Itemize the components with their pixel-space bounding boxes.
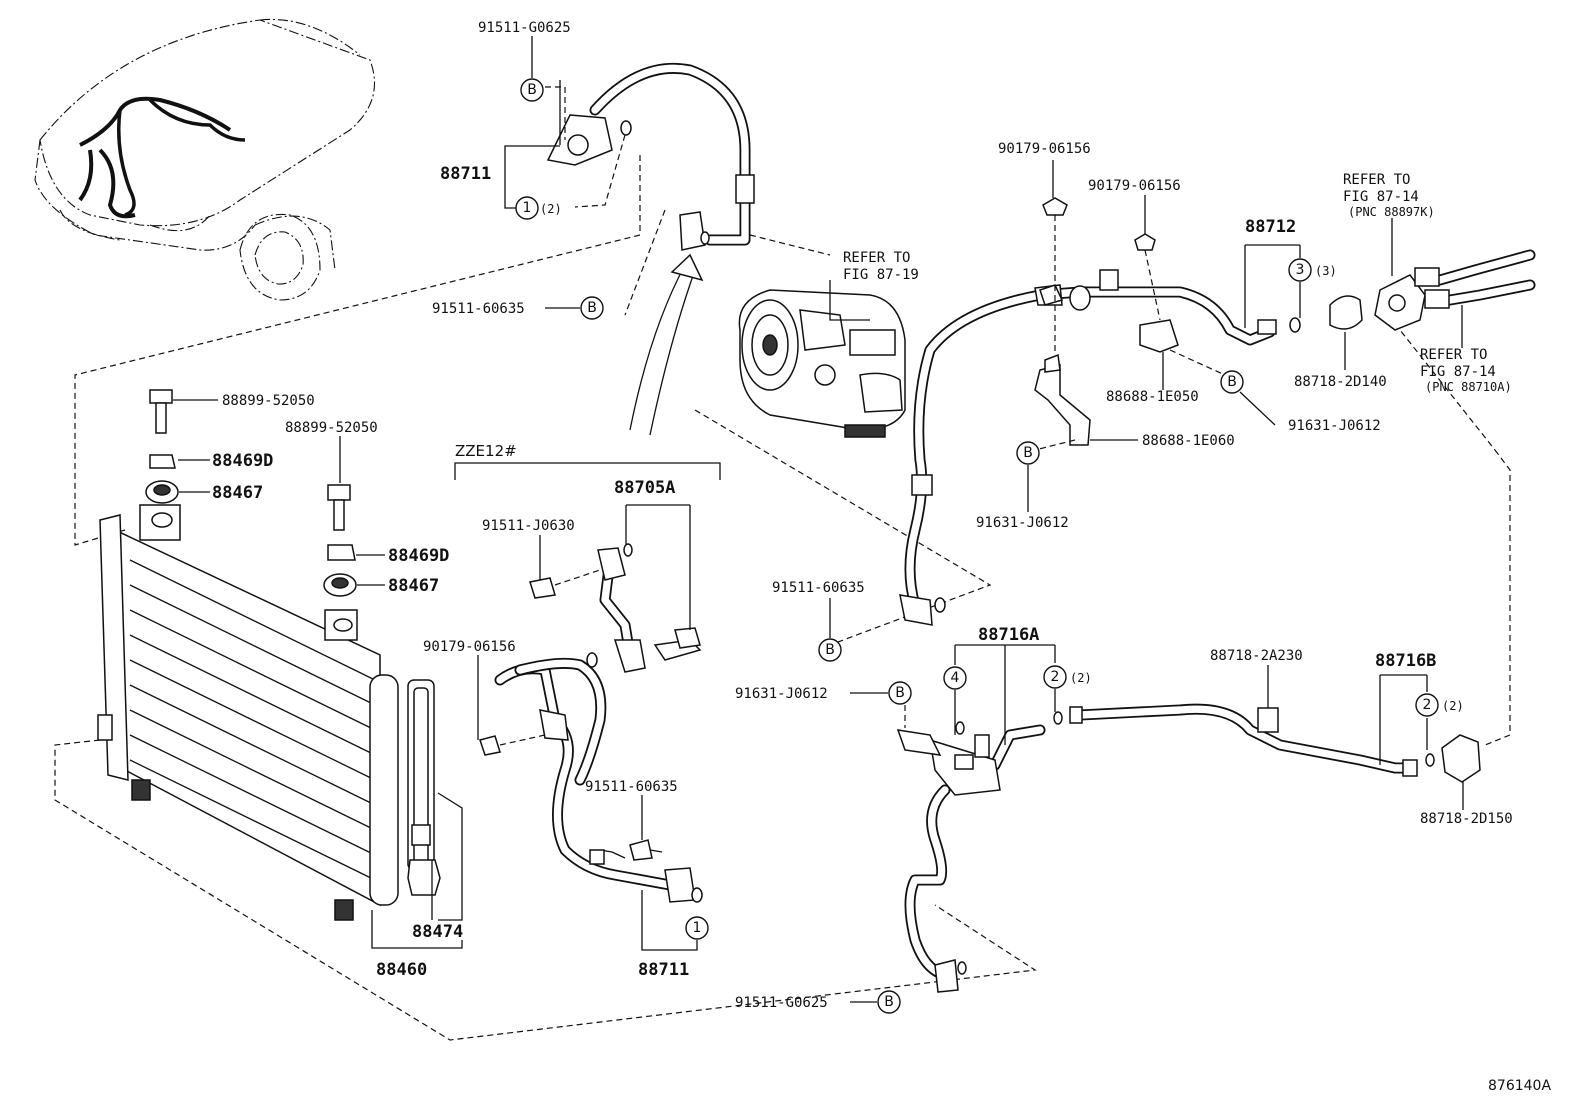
svg-text:2: 2 bbox=[1051, 669, 1060, 685]
refer-note-87-14k-line2: FIG 87-14 bbox=[1343, 189, 1419, 205]
part-label-88718-2d140: 88718-2D140 bbox=[1294, 374, 1387, 390]
part-label-88705a: 88705A bbox=[614, 478, 675, 498]
callout-b-mid: B bbox=[818, 638, 842, 662]
part-label-91631-j0612-center: 91631-J0612 bbox=[976, 515, 1069, 531]
part-label-91511-j0630: 91511-J0630 bbox=[482, 518, 575, 534]
qty-label: (2) bbox=[1070, 671, 1092, 685]
part-label-90179-06156-top-a: 90179-06156 bbox=[998, 141, 1091, 157]
part-label-88716b: 88716B bbox=[1375, 651, 1436, 671]
refer-note-87-14k-line3: (PNC 88897K) bbox=[1348, 205, 1435, 219]
part-label-91511-60635-mid: 91511-60635 bbox=[585, 779, 678, 795]
refer-note-87-14a-line2: FIG 87-14 bbox=[1420, 364, 1496, 380]
part-label-88688-1e050: 88688-1E050 bbox=[1106, 389, 1199, 405]
svg-text:B: B bbox=[1227, 374, 1237, 390]
callout-2-b: 2 bbox=[1415, 693, 1439, 717]
part-label-88899-52050-b: 88899-52050 bbox=[285, 420, 378, 436]
part-label-88467-a: 88467 bbox=[212, 483, 263, 503]
callout-4: 4 bbox=[943, 666, 967, 690]
part-label-88688-1e060: 88688-1E060 bbox=[1142, 433, 1235, 449]
part-label-91511-60635-cr: 91511-60635 bbox=[772, 580, 865, 596]
part-label-88716a: 88716A bbox=[978, 625, 1039, 645]
vehicle-outline-illustration bbox=[34, 18, 376, 301]
zze12-hose-group bbox=[479, 543, 703, 903]
part-label-88711-top: 88711 bbox=[440, 164, 491, 184]
part-label-90179-06156-lower: 90179-06156 bbox=[423, 639, 516, 655]
part-label-91511-g0625-bottom: 91511-G0625 bbox=[735, 995, 828, 1011]
part-label-88718-2a230: 88718-2A230 bbox=[1210, 648, 1303, 664]
part-label-88469d-b: 88469D bbox=[388, 546, 449, 566]
svg-text:B: B bbox=[825, 642, 835, 658]
callout-b-bottom: B bbox=[877, 990, 901, 1014]
expansion-valve-connector bbox=[1329, 249, 1536, 331]
condenser-fins bbox=[129, 559, 376, 881]
figure-code: 876140A bbox=[1488, 1078, 1551, 1094]
group-heading: ZZE12# bbox=[455, 442, 517, 460]
mounting-hardware bbox=[145, 389, 357, 597]
callout-b-center: B bbox=[1016, 441, 1040, 465]
svg-text:B: B bbox=[527, 82, 537, 98]
callout-b-leftmid: B bbox=[888, 681, 912, 705]
reference-notes: REFER TO FIG 87-19 REFER TO FIG 87-14 (P… bbox=[843, 172, 1512, 394]
liquid-tube-assembly bbox=[896, 703, 1481, 993]
condenser-illustration bbox=[97, 504, 399, 921]
part-label-91631-j0612-tr: 91631-J0612 bbox=[1288, 418, 1381, 434]
part-label-88711-bottom: 88711 bbox=[638, 960, 689, 980]
part-label-88718-2d150: 88718-2D150 bbox=[1420, 811, 1513, 827]
callout-2-a: 2 bbox=[1043, 665, 1067, 689]
svg-text:3: 3 bbox=[1296, 262, 1305, 278]
callout-b-tr: B bbox=[1220, 370, 1244, 394]
section-outline-lines bbox=[54, 155, 1511, 1041]
qty-label: (2) bbox=[540, 202, 562, 216]
callout-3: 3 bbox=[1288, 258, 1312, 282]
leader-lines bbox=[173, 36, 1464, 1003]
svg-text:1: 1 bbox=[693, 920, 702, 936]
part-label-91511-60635-left: 91511-60635 bbox=[432, 301, 525, 317]
part-label-88712: 88712 bbox=[1245, 217, 1296, 237]
svg-text:4: 4 bbox=[951, 670, 960, 686]
refer-note-87-14a-line1: REFER TO bbox=[1420, 347, 1487, 363]
callout-1-top: 1 bbox=[515, 196, 539, 220]
part-label-88474: 88474 bbox=[412, 922, 463, 942]
refer-note-87-14k-line1: REFER TO bbox=[1343, 172, 1410, 188]
discharge-hose-88712 bbox=[899, 197, 1301, 626]
part-label-88467-b: 88467 bbox=[388, 576, 439, 596]
callout-1-bottom: 1 bbox=[685, 916, 709, 940]
dryer-illustration bbox=[407, 679, 441, 896]
qty-label: (3) bbox=[1315, 264, 1337, 278]
svg-text:B: B bbox=[884, 994, 894, 1010]
svg-text:2: 2 bbox=[1423, 697, 1432, 713]
refer-note-87-19-line2: FIG 87-19 bbox=[843, 267, 919, 283]
svg-text:B: B bbox=[895, 685, 905, 701]
svg-text:B: B bbox=[1023, 445, 1033, 461]
refer-note-87-19-line1: REFER TO bbox=[843, 250, 910, 266]
part-label-91511-g0625-top: 91511-G0625 bbox=[478, 20, 571, 36]
svg-text:1: 1 bbox=[523, 200, 532, 216]
compressor-illustration bbox=[738, 289, 906, 438]
suction-hose-88711-top bbox=[545, 62, 755, 251]
part-label-90179-06156-top-b: 90179-06156 bbox=[1088, 178, 1181, 194]
callout-b-left: B bbox=[580, 296, 604, 320]
svg-text:B: B bbox=[587, 300, 597, 316]
part-label-88460: 88460 bbox=[376, 960, 427, 980]
callout-markers: B 1 (2) B 3 (3) B B B 4 2 (2) B 2 (2) 1 … bbox=[515, 78, 1464, 1014]
part-label-91631-j0612-left: 91631-J0612 bbox=[735, 686, 828, 702]
part-label-88469d-a: 88469D bbox=[212, 451, 273, 471]
callout-b-top: B bbox=[520, 78, 544, 102]
part-labels: 91511-G0625 88711 91511-60635 88899-5205… bbox=[212, 20, 1513, 1011]
arrow-indicator bbox=[629, 253, 704, 436]
refer-note-87-14a-line3: (PNC 88710A) bbox=[1425, 380, 1512, 394]
part-label-88899-52050-a: 88899-52050 bbox=[222, 393, 315, 409]
qty-label: (2) bbox=[1442, 699, 1464, 713]
